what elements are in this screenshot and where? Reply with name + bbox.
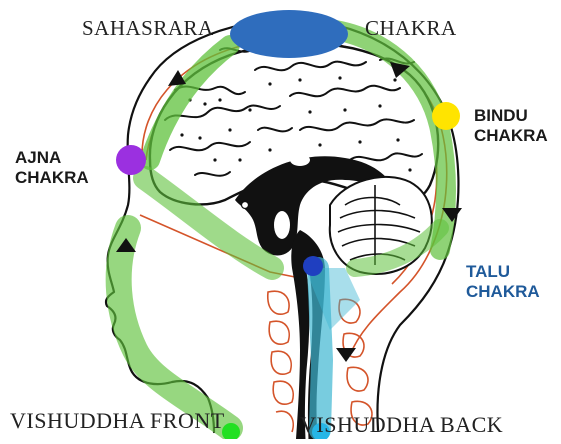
- sahasrara-chakra-dot: [230, 10, 348, 58]
- sahasrara-chakra-label: CHAKRA: [365, 18, 457, 39]
- talu-label-line1: TALU: [466, 262, 540, 282]
- bindu-label-line2: CHAKRA: [474, 126, 548, 146]
- talu-label-line2: CHAKRA: [466, 282, 540, 302]
- ajna-label-line1: AJNA: [15, 148, 89, 168]
- bindu-label-line1: BINDU: [474, 106, 548, 126]
- bindu-chakra-dot: [432, 102, 460, 130]
- ajna-label-line2: CHAKRA: [15, 168, 89, 188]
- bindu-chakra-label: BINDU CHAKRA: [474, 106, 548, 147]
- talu-chakra-dot: [303, 256, 323, 276]
- vishuddha-front-label: VISHUDDHA FRONT: [10, 410, 225, 432]
- vishuddha-back-label: VISHUDDHA BACK: [300, 414, 503, 436]
- ajna-chakra-dot: [116, 145, 146, 175]
- sahasrara-label: SAHASRARA: [82, 18, 214, 39]
- talu-chakra-label: TALU CHAKRA: [466, 262, 540, 303]
- arrow-down-spine: [336, 348, 356, 362]
- ajna-chakra-label: AJNA CHAKRA: [15, 148, 89, 189]
- green-face-path: [119, 228, 230, 428]
